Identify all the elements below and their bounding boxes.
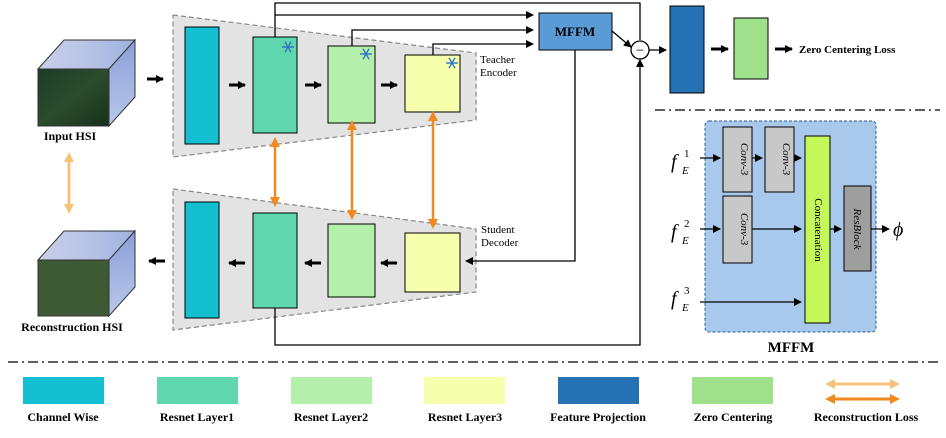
f2-base: f (671, 221, 679, 243)
feature-input-3: f E 3 (671, 285, 690, 314)
zero-centering-loss-label: Zero Centering Loss (799, 44, 896, 56)
mffm-to-subtract-arrow (611, 30, 632, 48)
legend: Channel Wise Resnet Layer1 Resnet Layer2… (23, 377, 918, 424)
legend-label-zero-centering: Zero Centering (694, 410, 773, 424)
input-hsi-cube (36, 38, 137, 128)
zero-centering-block (733, 17, 769, 80)
feature-input-1: f E 1 (671, 148, 690, 177)
f1-base: f (671, 151, 679, 173)
decoder-resnet-layer1-block (252, 212, 298, 309)
f2-sup: 2 (684, 218, 690, 230)
mffm-to-decoder-line (465, 50, 576, 265)
legend-swatch-resnet-layer3 (424, 377, 505, 404)
student-label-line1: Student (481, 224, 515, 236)
mffm-block-label: MFFM (555, 24, 595, 39)
legend-label-resnet-layer2: Resnet Layer2 (294, 410, 368, 424)
f1-sup: 1 (684, 148, 690, 160)
teacher-label-line2: Encoder (480, 67, 517, 79)
reconstruction-hsi-cube (36, 229, 137, 318)
f1-sub: E (681, 165, 689, 177)
decoder-channel-wise-block (184, 201, 220, 319)
decoder-resnet-layer3-block (404, 232, 461, 293)
f3-sub: E (681, 302, 689, 314)
resblock-block (843, 185, 872, 272)
f3-sup: 3 (684, 285, 690, 297)
legend-label-feature-projection: Feature Projection (550, 410, 646, 424)
f2-sub: E (681, 235, 689, 247)
teacher-encoder-trapezoid (172, 14, 477, 158)
student-label-line2: Decoder (481, 237, 519, 249)
resblock-label: ResBlock (851, 208, 863, 251)
f3-base: f (671, 288, 679, 310)
legend-label-resnet-layer3: Resnet Layer3 (428, 410, 502, 424)
input-hsi-label: Input HSI (44, 129, 97, 143)
snowflake-icon (446, 57, 458, 69)
subtract-symbol: − (636, 43, 644, 59)
teacher-label-line1: Teacher (480, 54, 515, 66)
mffm-panel-title: MFFM (768, 340, 815, 356)
legend-swatch-channel-wise (23, 377, 104, 404)
legend-label-channel-wise: Channel Wise (27, 410, 99, 424)
layer2-to-mffm-line (351, 26, 534, 46)
encoder-channel-wise-block (184, 26, 220, 145)
legend-label-reconstruction-loss: Reconstruction Loss (814, 410, 919, 424)
conv3-block-2 (722, 195, 753, 264)
encoder-resnet-layer1-block (252, 36, 298, 134)
conv3-block-1b (764, 126, 795, 193)
student-decoder-trapezoid (172, 188, 477, 331)
decoder-resnet-layer2-block (327, 223, 376, 298)
phi-output-label: ϕ (893, 219, 903, 241)
feature-input-2: f E 2 (671, 218, 690, 247)
snowflake-icon (360, 48, 372, 60)
legend-swatch-feature-projection (558, 377, 639, 404)
conv3-label-2: Conv-3 (738, 213, 750, 246)
reconstruction-hsi-label: Reconstruction HSI (21, 320, 123, 334)
legend-swatch-resnet-layer1 (157, 377, 238, 404)
conv3-label-1a: Conv-3 (738, 143, 750, 176)
conv3-label-1b: Conv-3 (780, 143, 792, 176)
legend-label-resnet-layer1: Resnet Layer1 (160, 410, 234, 424)
concatenation-label: Concatenation (812, 198, 824, 262)
layer1-to-mffm-line (274, 2, 641, 40)
legend-swatch-zero-centering (692, 377, 773, 404)
feature-projection-block (669, 5, 705, 94)
encoder-resnet-layer2-block (327, 45, 376, 124)
conv3-block-1a (722, 126, 753, 193)
layer3-to-mffm-line (432, 40, 534, 55)
snowflake-icon (282, 41, 294, 53)
concatenation-block (804, 135, 831, 324)
legend-swatch-resnet-layer2 (291, 377, 372, 404)
decoder-feature-feedback-line (274, 59, 644, 346)
